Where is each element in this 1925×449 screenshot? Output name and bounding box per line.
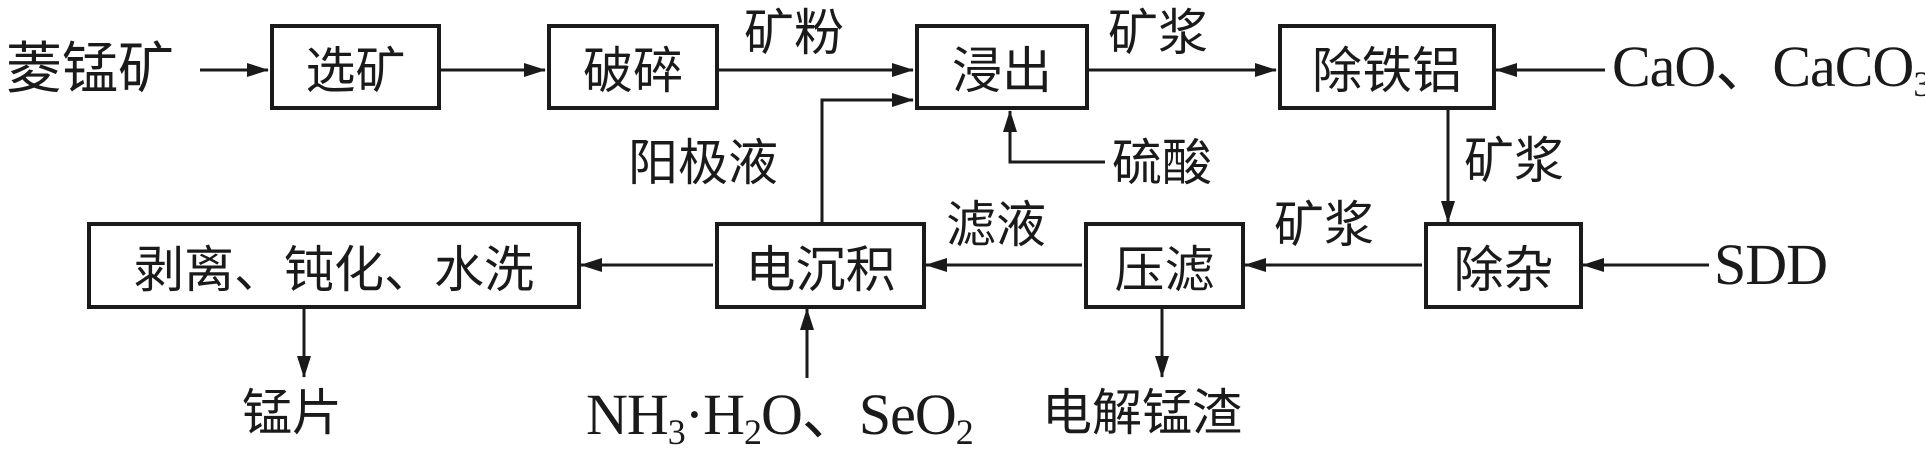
stream-slurry-2: 矿浆	[1464, 132, 1564, 190]
arrow-anolyte-to-leaching	[820, 93, 914, 222]
arrow-acid-to-leaching	[1003, 110, 1105, 164]
stream-slurry-3: 矿浆	[1274, 196, 1374, 254]
output-manganese-flakes: 锰片	[242, 384, 342, 442]
stream-ore-powder: 矿粉	[744, 4, 844, 62]
step-electrodeposition: 电沉积	[715, 222, 926, 309]
step-beneficiation: 选矿	[270, 24, 441, 110]
additives-nh3: NH	[586, 382, 669, 447]
step-post-treatment: 剥离、钝化、水洗	[87, 222, 581, 309]
stream-anolyte: 阳极液	[628, 134, 778, 192]
input-additives: NH3·H2O、SeO2	[586, 386, 974, 449]
step-crushing: 破碎	[547, 24, 719, 110]
step-remove-fe-al: 除铁铝	[1278, 24, 1496, 110]
additives-h2o-subscript: 2	[743, 412, 762, 449]
stream-slurry-1: 矿浆	[1108, 4, 1208, 62]
additives-nh3-subscript: 3	[667, 412, 686, 449]
input-raw-ore: 菱锰矿	[6, 37, 174, 102]
output-manganese-residue: 电解锰渣	[1042, 384, 1242, 442]
additives-seo2-subscript: 2	[955, 412, 974, 449]
lime-subscript: 3	[1913, 64, 1925, 105]
step-remove-impurities: 除杂	[1424, 222, 1583, 309]
additives-o-seo: O、SeO	[760, 382, 957, 447]
additives-dot-h: ·H	[684, 382, 745, 447]
step-filter-press: 压滤	[1084, 222, 1245, 309]
stream-filtrate: 滤液	[946, 196, 1046, 254]
lime-text: CaO、CaCO	[1612, 34, 1914, 99]
step-leaching: 浸出	[915, 24, 1089, 110]
input-sdd: SDD	[1714, 232, 1828, 297]
input-lime: CaO、CaCO3	[1612, 38, 1925, 103]
input-sulfuric-acid: 硫酸	[1112, 134, 1212, 192]
